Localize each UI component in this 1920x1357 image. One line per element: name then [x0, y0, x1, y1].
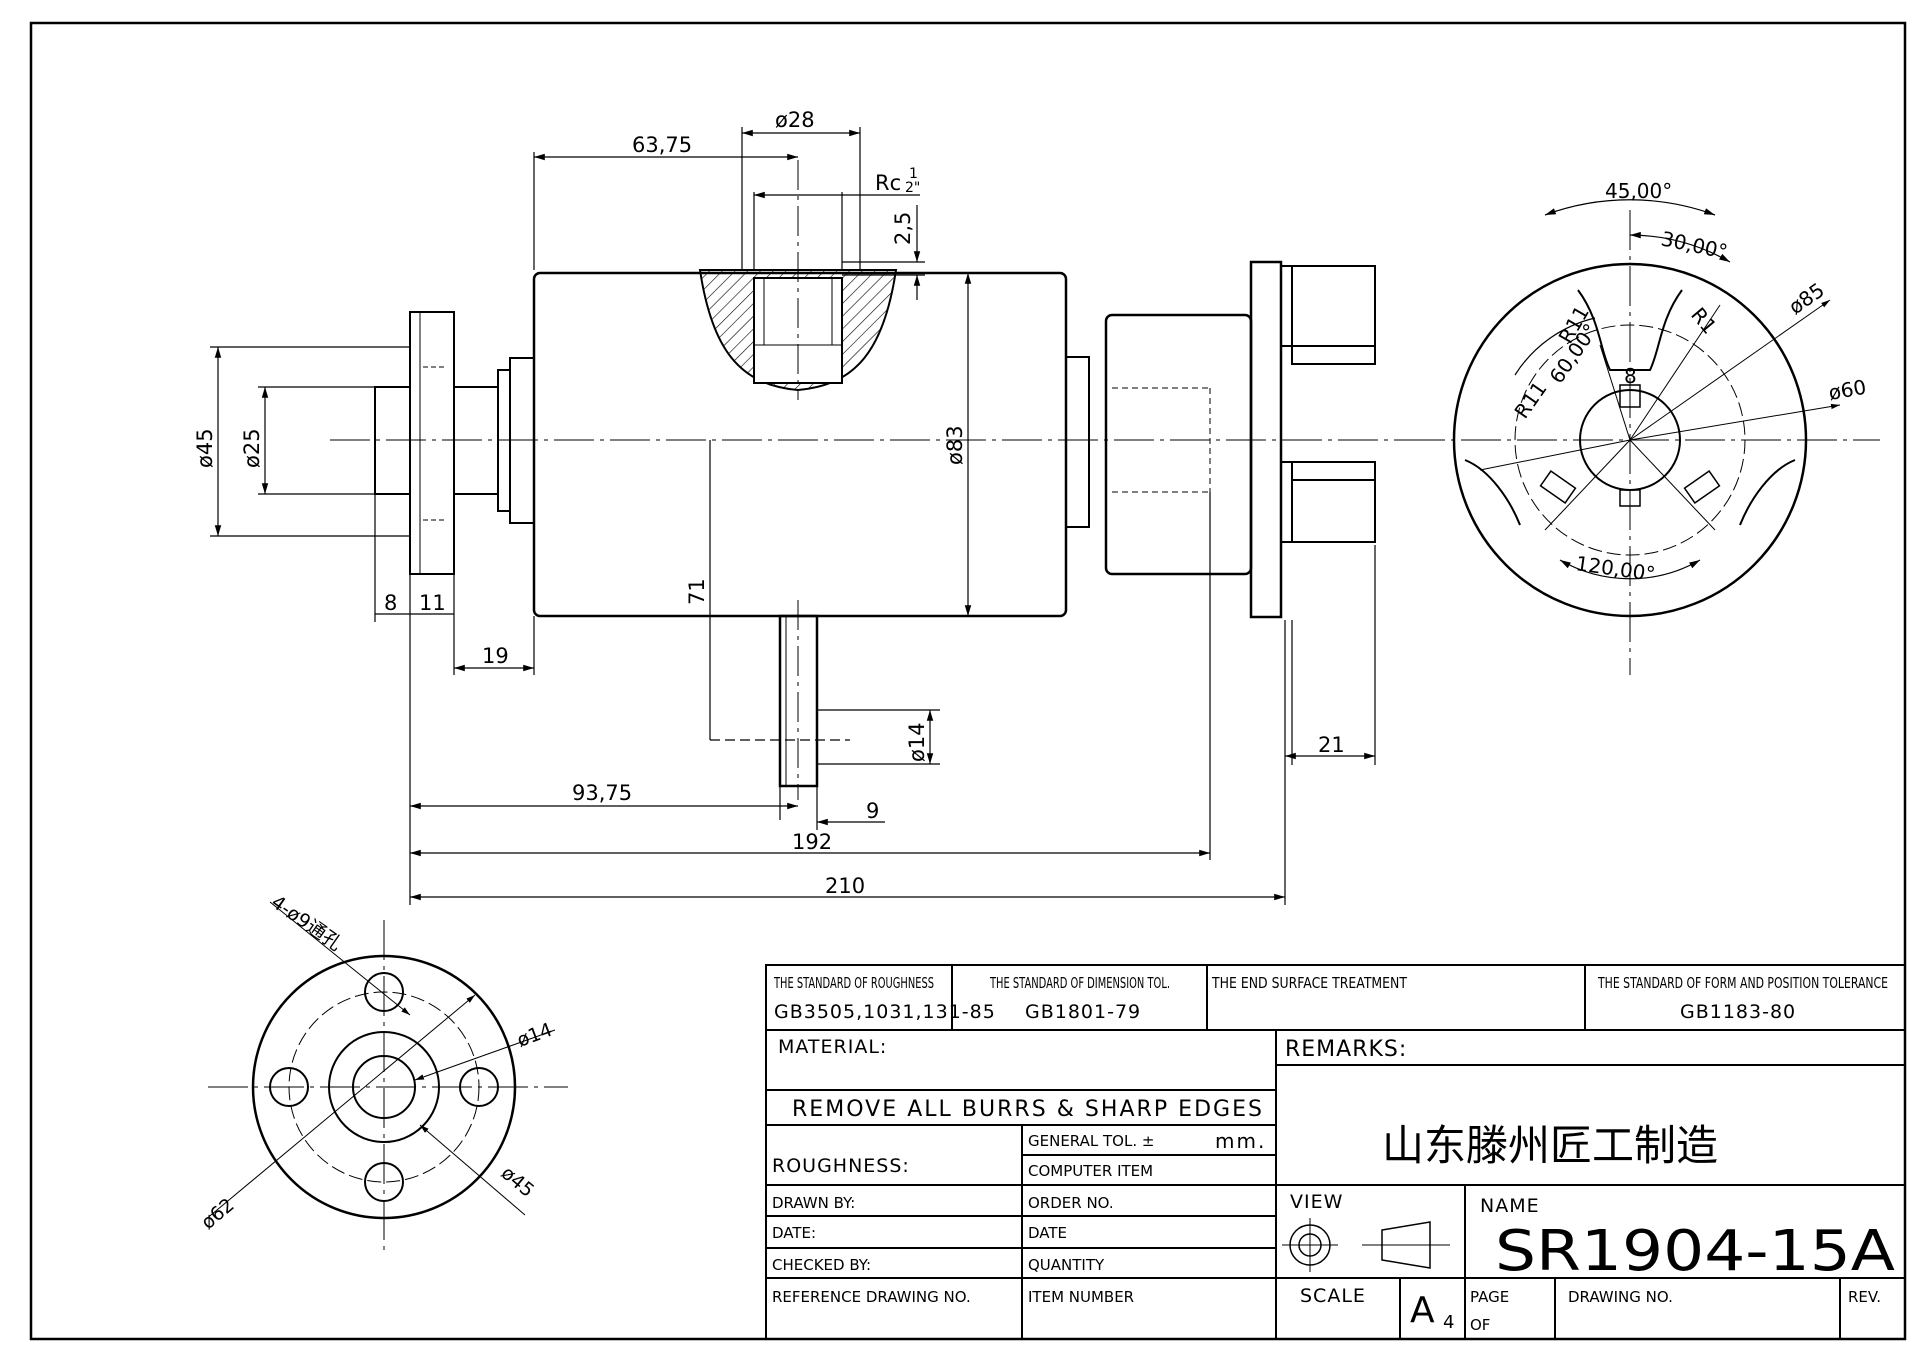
bolt-hole-bottom	[364, 1162, 404, 1202]
end-dim-d85: ø85	[1784, 278, 1829, 319]
dim-2-5: 2,5	[891, 212, 915, 245]
scale-label: SCALE	[1300, 1285, 1366, 1307]
roughness-std-label: THE STANDARD OF ROUGHNESS	[773, 974, 934, 992]
dim-21: 21	[1318, 733, 1345, 757]
date-label: DATE:	[772, 1224, 816, 1242]
end-dim-30: 30,00°	[1659, 226, 1730, 263]
dim-9: 9	[866, 799, 879, 823]
item-number: ITEM NUMBER	[1028, 1288, 1134, 1306]
order-no: ORDER NO.	[1028, 1194, 1114, 1212]
computer-item: COMPUTER ITEM	[1028, 1162, 1153, 1180]
end-dim-8: 8	[1624, 364, 1637, 388]
title-block-text: THE STANDARD OF ROUGHNESS GB3505,1031,13…	[772, 974, 1895, 1334]
burrs-note: REMOVE ALL BURRS & SHARP EDGES	[792, 1097, 1262, 1122]
remarks-label: REMARKS:	[1285, 1037, 1407, 1062]
rev-label: REV.	[1848, 1288, 1881, 1306]
end-dim-d60: ø60	[1827, 375, 1868, 405]
dim-19: 19	[482, 644, 509, 668]
dim-d14: ø14	[905, 722, 929, 762]
dim-93-75: 93,75	[572, 781, 632, 805]
end-outer-circle	[1452, 262, 1808, 618]
name-label: NAME	[1480, 1195, 1540, 1217]
dim-63-75: 63,75	[632, 133, 692, 157]
left-flange	[409, 311, 455, 575]
company-name: 山东滕州匠工制造	[1382, 1121, 1718, 1170]
end-dim-r11b: R11	[1509, 377, 1551, 423]
flange-dim-d14: ø14	[514, 1019, 555, 1052]
dim-tol-value: GB1801-79	[1025, 1001, 1141, 1023]
dim-d28: ø28	[775, 108, 815, 132]
flange-dim-d62: ø62	[197, 1194, 239, 1234]
material-label: MATERIAL:	[778, 1036, 887, 1058]
page-label: PAGE	[1470, 1288, 1509, 1306]
end-dim-120: 120,00°	[1574, 551, 1657, 586]
flange-view	[204, 901, 568, 1255]
dim-11: 11	[419, 591, 446, 615]
drawing-no: DRAWING NO.	[1568, 1288, 1673, 1306]
dim-rc: Rc	[875, 171, 901, 195]
dim-tol-label: THE STANDARD OF DIMENSION TOL.	[989, 974, 1170, 992]
dim-d45: ø45	[193, 428, 217, 468]
quantity: QUANTITY	[1028, 1256, 1105, 1274]
end-surface-label: THE END SURFACE TREATMENT	[1211, 974, 1408, 992]
dim-8: 8	[384, 591, 397, 615]
reference-drawing: REFERENCE DRAWING NO.	[772, 1288, 971, 1306]
roughness-std-value: GB3505,1031,131-85	[774, 1001, 996, 1023]
left-shaft	[374, 386, 411, 495]
dim-210: 210	[825, 874, 865, 898]
bolt-hole-left	[269, 1067, 309, 1107]
bolt-hole-right	[459, 1067, 499, 1107]
checked-by: CHECKED BY:	[772, 1256, 871, 1274]
drawn-by: DRAWN BY:	[772, 1194, 855, 1212]
paper-size: A	[1410, 1290, 1435, 1331]
flange-dim-holes: 4-ø9通孔	[267, 891, 346, 955]
dim-192: 192	[792, 830, 832, 854]
paper-size-sub: 4	[1443, 1312, 1454, 1333]
end-dim-r1: R1	[1686, 303, 1721, 339]
main-part-view	[210, 127, 1410, 905]
end-dim-45: 45,00°	[1605, 179, 1672, 203]
flange-outer-circle	[251, 954, 517, 1220]
right-hub	[1104, 313, 1253, 576]
dim-d83: ø83	[943, 425, 967, 465]
view-label: VIEW	[1290, 1191, 1343, 1213]
bolt-hole-top	[364, 972, 404, 1012]
title-block	[765, 964, 1906, 1340]
dim-d25: ø25	[240, 428, 264, 468]
mm-label: mm.	[1215, 1129, 1266, 1153]
form-tol-label: THE STANDARD OF FORM AND POSITION TOLERA…	[1597, 974, 1888, 992]
dim-71: 71	[685, 578, 709, 605]
of-label: OF	[1470, 1316, 1490, 1334]
part-name: SR1904-15A	[1495, 1219, 1895, 1284]
roughness-label: ROUGHNESS:	[772, 1155, 910, 1177]
general-tol: GENERAL TOL. ±	[1028, 1132, 1154, 1150]
end-view	[1405, 199, 1880, 675]
dim-rc-frac-num: 1	[909, 166, 918, 182]
dim-rc-frac-den: 2"	[905, 180, 920, 196]
date-label-2: DATE	[1028, 1224, 1067, 1242]
form-tol-value: GB1183-80	[1680, 1001, 1796, 1023]
